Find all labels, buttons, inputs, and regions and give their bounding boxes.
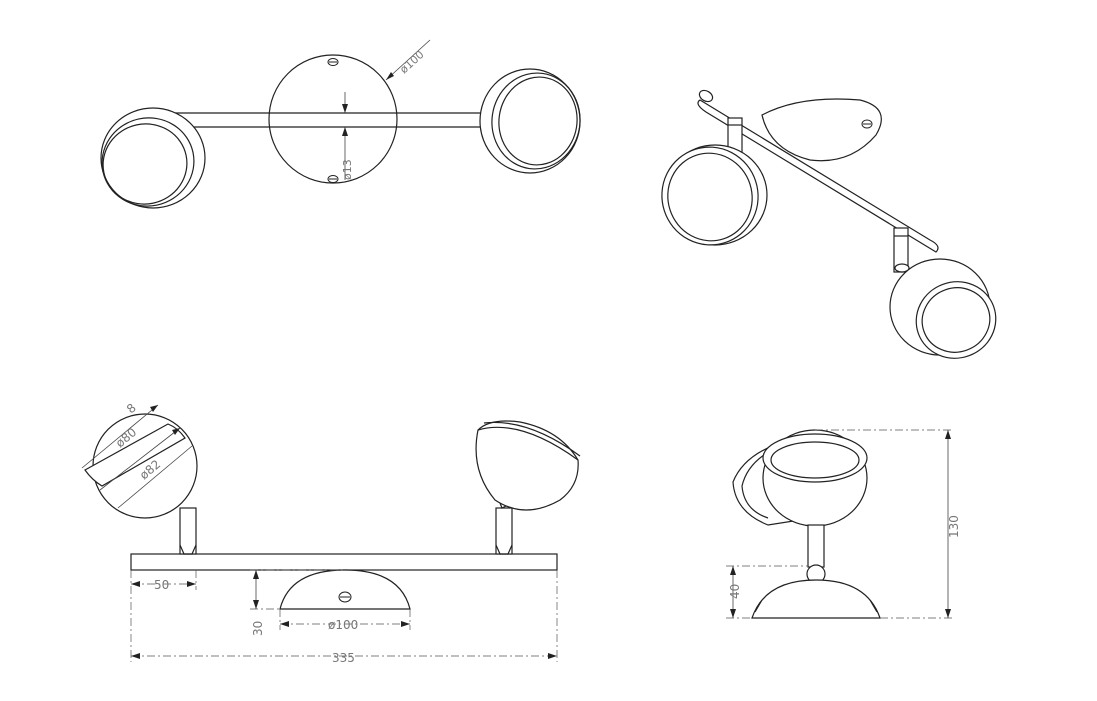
dim-side-base-height: 40 — [728, 584, 742, 599]
front-screw — [338, 591, 352, 603]
iso-screw — [861, 119, 873, 129]
dim-base-height: 30 — [251, 621, 265, 636]
dim-top-base-diameter: ø100 — [397, 48, 426, 76]
top-screw-lower — [327, 175, 339, 183]
top-left-spot — [100, 107, 206, 209]
top-view: ø13 ø100 — [100, 39, 581, 209]
front-bar — [130, 553, 558, 571]
top-base-disc — [268, 54, 398, 184]
top-right-spot — [479, 68, 581, 174]
dim-top-bar-diameter: ø13 — [341, 159, 354, 180]
side-view: 130 40 — [726, 429, 961, 619]
iso-view — [661, 89, 997, 359]
dim-base-diameter: ø100 — [328, 618, 358, 632]
dim-total-length: 335 — [332, 651, 355, 665]
dim-total-height: 130 — [947, 515, 961, 538]
front-base — [279, 569, 411, 610]
top-screw-upper — [327, 58, 339, 66]
dim-shade-depth: 8 — [124, 401, 139, 417]
dim-arm-offset: 50 — [154, 578, 169, 592]
front-view: 335 50 ø100 30 8 ø80 ø82 — [81, 401, 581, 665]
